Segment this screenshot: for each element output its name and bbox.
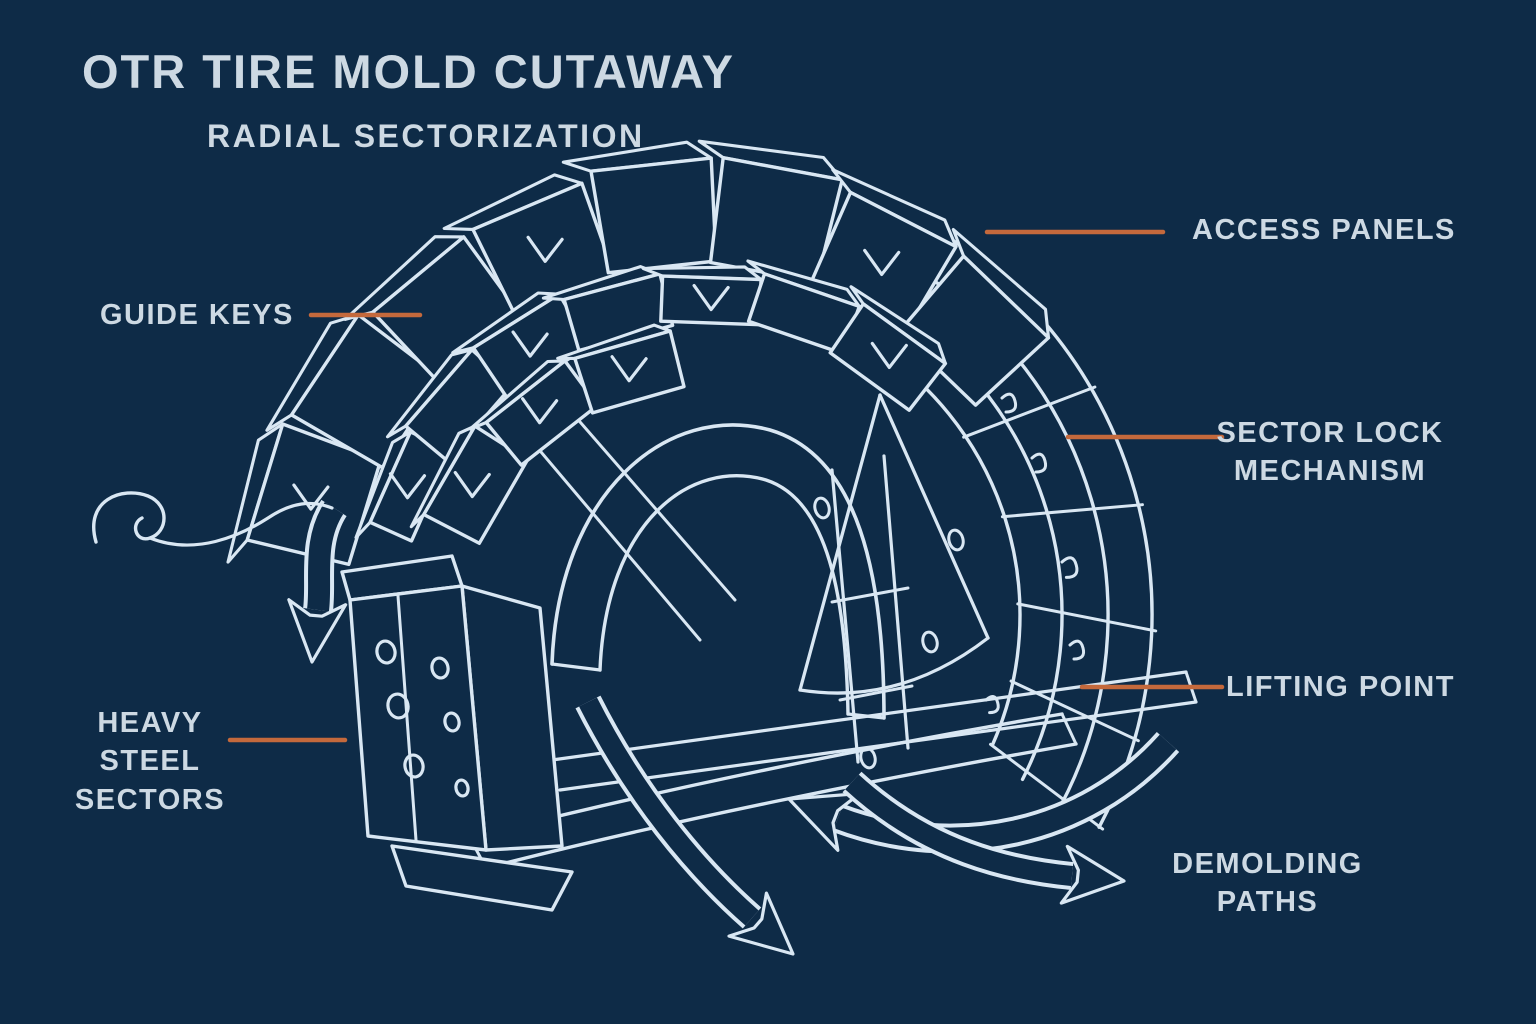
- callout-access-panels: ACCESS PANELS: [1192, 214, 1456, 246]
- tread-notch: [863, 248, 901, 277]
- sector-lock-hook: [1000, 392, 1018, 414]
- demolding-arrow-left-hollow: [307, 502, 344, 612]
- slab-bolt-hole: [403, 753, 425, 779]
- spiral-doodle: [92, 491, 166, 544]
- slab-bolt-hole: [430, 656, 450, 680]
- tread-block-mid: [828, 302, 948, 412]
- tread-notch: [692, 283, 730, 312]
- bolt-detail: [813, 496, 831, 520]
- cavity-arch-base: [550, 662, 602, 672]
- slab-edge-line: [396, 594, 418, 842]
- side-plate-edge: [830, 468, 860, 764]
- callout-sector-lock-mechanism: SECTOR LOCK MECHANISM: [1216, 417, 1444, 488]
- slab-bolt-hole: [454, 778, 470, 798]
- sector-lock-hook: [1030, 452, 1048, 474]
- sector-lock-hook: [1068, 639, 1086, 661]
- ring-segment-divider: [1000, 503, 1144, 519]
- tread-notch: [511, 330, 549, 358]
- sector-slab-base: [390, 844, 574, 912]
- callout-guide-keys: GUIDE KEYS: [100, 299, 294, 331]
- tread-block-face: [573, 329, 686, 415]
- tread-notch: [388, 472, 427, 500]
- sector-slab-front-face: [348, 584, 488, 852]
- mold-ring-arc-inner: [863, 339, 1022, 747]
- cut-wedge-base: [798, 636, 990, 695]
- slab-bolt-hole: [443, 711, 461, 733]
- spiral-doodle-tail: [148, 501, 334, 547]
- tread-notch: [526, 235, 564, 263]
- sector-lock-hook: [1060, 556, 1079, 579]
- tread-block-outer: [589, 156, 718, 275]
- ring-segment-divider: [962, 385, 1097, 439]
- demolding-arrow-down-hollow: [579, 697, 759, 926]
- tread-block-mid: [659, 274, 763, 327]
- bolt-detail: [947, 528, 965, 552]
- cut-wedge-line: [878, 393, 990, 640]
- page-subtitle: RADIAL SECTORIZATION: [207, 118, 645, 154]
- demolding-arrow-down-head: [729, 893, 812, 975]
- bead-rail: [484, 742, 1078, 870]
- tread-block-outer: [897, 254, 1051, 407]
- bolt-detail: [921, 630, 939, 654]
- demolding-arrow-right-head: [1061, 846, 1127, 909]
- tread-notch: [610, 355, 648, 383]
- demolding-arrow-right-hollow: [845, 774, 1073, 886]
- side-plate-edge: [882, 454, 910, 750]
- tread-notch: [521, 397, 559, 425]
- tread-notch: [870, 341, 908, 370]
- side-plate-rib: [830, 586, 910, 604]
- callout-lifting-point: LIFTING POINT: [1226, 671, 1455, 703]
- slab-bolt-hole: [375, 639, 397, 665]
- tread-notch: [292, 483, 330, 511]
- ring-segment-divider: [1009, 679, 1140, 743]
- slab-bolt-hole: [386, 692, 410, 720]
- demold-rail: [558, 700, 1198, 792]
- sector-lock-hook: [984, 695, 1000, 715]
- page-title: OTR TIRE MOLD CUTAWAY: [82, 45, 735, 98]
- demolding-arrow-left-head: [284, 600, 346, 665]
- ring-segment-divider: [1016, 602, 1158, 633]
- callout-heavy-steel-sectors: HEAVY STEEL SECTORS: [74, 707, 226, 816]
- callout-demolding-paths: DEMOLDING PATHS: [1172, 848, 1363, 919]
- cavity-arch-inner: [598, 474, 850, 716]
- cavity-arch-outer: [550, 423, 886, 720]
- tread-notch: [453, 470, 491, 499]
- side-plate-rib: [838, 684, 914, 702]
- demolding-arrow-upleft-hollow: [834, 734, 1177, 850]
